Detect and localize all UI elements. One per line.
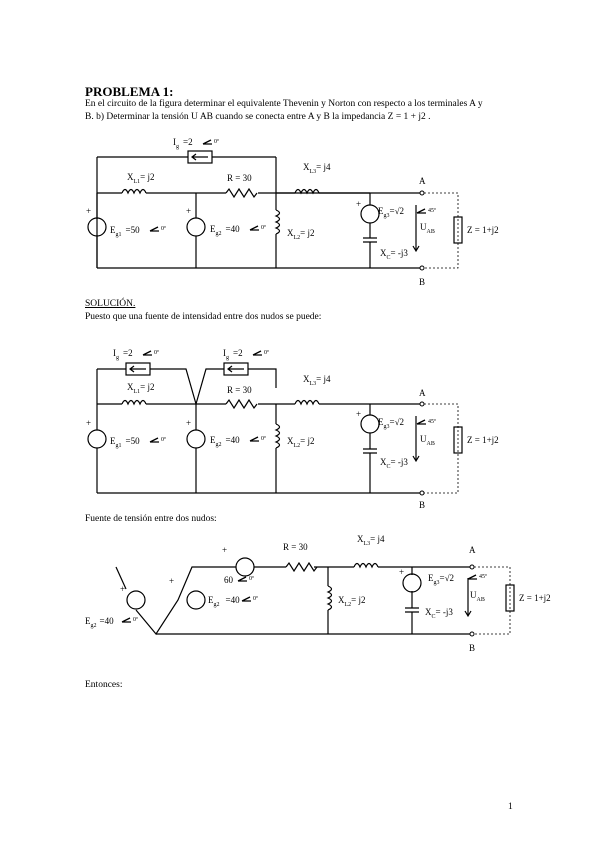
svg-text:B: B xyxy=(419,277,425,287)
svg-text:A: A xyxy=(419,176,426,186)
svg-text:Eg1=50: Eg1=50 xyxy=(110,225,140,238)
svg-text:0º: 0º xyxy=(264,350,269,356)
circuit-figure-3: + Eg2=40 0º + Eg2=40 0º + 60 0º R = 30 X… xyxy=(85,534,551,653)
voltage-source-icon xyxy=(87,429,107,449)
svg-text:Eg2=40: Eg2=40 xyxy=(85,616,114,629)
svg-text:0º: 0º xyxy=(249,576,254,582)
svg-text:+: + xyxy=(86,418,91,428)
svg-text:Ig=2: Ig=2 xyxy=(173,137,193,150)
arrow-down-icon xyxy=(464,578,472,618)
solution-step1: Puesto que una fuente de intensidad entr… xyxy=(85,312,322,322)
solution-step3: Entonces: xyxy=(85,680,123,690)
svg-text:B: B xyxy=(419,500,425,510)
terminal-b-icon xyxy=(419,265,425,271)
arrow-left-icon xyxy=(227,365,244,373)
svg-text:R = 30: R = 30 xyxy=(283,542,308,552)
svg-text:0º: 0º xyxy=(253,596,258,602)
svg-text:Ig=2: Ig=2 xyxy=(113,348,133,361)
voltage-source-icon xyxy=(360,414,380,434)
terminal-a-icon xyxy=(419,401,425,407)
solution-heading: SOLUCIÓN. xyxy=(85,299,136,309)
svg-text:0º: 0º xyxy=(261,436,266,442)
terminal-a-icon xyxy=(469,564,475,570)
arrow-left-icon xyxy=(129,365,146,373)
svg-text:+: + xyxy=(186,206,191,216)
svg-text:0º: 0º xyxy=(133,617,138,623)
svg-text:Z = 1+j2: Z = 1+j2 xyxy=(519,593,551,603)
terminal-b-icon xyxy=(419,490,425,496)
svg-text:0º: 0º xyxy=(161,226,166,232)
svg-text:UAB: UAB xyxy=(420,434,435,447)
svg-text:0º: 0º xyxy=(261,225,266,231)
svg-text:+: + xyxy=(399,567,404,577)
svg-text:XL1= j2: XL1= j2 xyxy=(127,172,155,185)
svg-text:Eg2=40: Eg2=40 xyxy=(208,595,240,608)
svg-text:60: 60 xyxy=(224,575,234,585)
arrow-down-icon xyxy=(412,205,420,253)
svg-text:Z = 1+j2: Z = 1+j2 xyxy=(467,225,499,235)
svg-text:R = 30: R = 30 xyxy=(227,385,252,395)
voltage-source-icon xyxy=(186,590,206,610)
svg-text:Eg2=40: Eg2=40 xyxy=(210,224,240,237)
svg-text:45º: 45º xyxy=(428,419,436,425)
svg-text:Ig=2: Ig=2 xyxy=(223,348,243,361)
capacitor-icon xyxy=(362,237,378,243)
capacitor-icon xyxy=(404,607,420,613)
problem-statement-line1: En el circuito de la figura determinar e… xyxy=(85,99,483,109)
svg-text:Eg3=√2: Eg3=√2 xyxy=(428,573,454,586)
svg-text:A: A xyxy=(469,545,476,555)
terminal-b-icon xyxy=(469,631,475,637)
svg-text:XL2= j2: XL2= j2 xyxy=(338,595,366,608)
svg-text:B: B xyxy=(469,643,475,653)
circuit-figure-1: Ig=2 0º XL1= j2 R = 30 XL3= j4 + Eg1=50 … xyxy=(86,137,499,287)
svg-text:+: + xyxy=(356,199,361,209)
svg-text:45º: 45º xyxy=(428,208,436,214)
voltage-source-icon xyxy=(126,590,146,610)
svg-text:R = 30: R = 30 xyxy=(227,173,252,183)
svg-text:+: + xyxy=(86,206,91,216)
page-number: 1 xyxy=(508,802,513,812)
svg-text:XC= -j3: XC= -j3 xyxy=(380,248,408,261)
svg-text:Eg3=√2: Eg3=√2 xyxy=(378,206,404,219)
voltage-source-icon xyxy=(360,204,380,224)
svg-text:XC= -j3: XC= -j3 xyxy=(425,607,453,620)
svg-text:0º: 0º xyxy=(154,350,159,356)
svg-text:+: + xyxy=(120,584,125,594)
svg-text:XL3= j4: XL3= j4 xyxy=(357,534,385,547)
svg-text:UAB: UAB xyxy=(420,222,435,235)
svg-text:45º: 45º xyxy=(479,574,487,580)
svg-text:0º: 0º xyxy=(214,139,219,145)
problem-title: PROBLEMA 1: xyxy=(85,84,174,99)
solution-step2: Fuente de tensión entre dos nudos: xyxy=(85,514,217,524)
voltage-source-icon xyxy=(186,429,206,449)
svg-text:Eg3=√2: Eg3=√2 xyxy=(378,417,404,430)
svg-text:0º: 0º xyxy=(161,437,166,443)
svg-text:+: + xyxy=(169,576,174,586)
svg-text:XL1= j2: XL1= j2 xyxy=(127,382,155,395)
svg-text:+: + xyxy=(222,545,227,555)
svg-text:Eg2=40: Eg2=40 xyxy=(210,435,240,448)
voltage-source-icon xyxy=(402,573,422,593)
svg-text:UAB: UAB xyxy=(470,590,485,603)
problem-statement-line2: B. b) Determinar la tensión U AB cuando … xyxy=(85,112,431,122)
terminal-a-icon xyxy=(419,190,425,196)
svg-text:XL2= j2: XL2= j2 xyxy=(287,436,315,449)
voltage-source-icon xyxy=(235,557,255,577)
svg-text:+: + xyxy=(186,418,191,428)
svg-text:A: A xyxy=(419,388,426,398)
svg-text:XL3= j4: XL3= j4 xyxy=(303,374,331,387)
svg-text:Eg1=50: Eg1=50 xyxy=(110,436,140,449)
arrow-left-icon xyxy=(191,153,208,161)
svg-text:Z = 1+j2: Z = 1+j2 xyxy=(467,435,499,445)
svg-text:XC= -j3: XC= -j3 xyxy=(380,457,408,470)
svg-text:XL3= j4: XL3= j4 xyxy=(303,162,331,175)
capacitor-icon xyxy=(362,448,378,454)
arrow-down-icon xyxy=(412,416,420,463)
svg-text:+: + xyxy=(356,409,361,419)
circuit-figure-2: Ig=2 0º Ig=2 0º XL1= j2 R = 30 XL3= j4 +… xyxy=(86,348,499,510)
svg-text:XL2= j2: XL2= j2 xyxy=(287,228,315,241)
voltage-source-icon xyxy=(186,217,206,237)
